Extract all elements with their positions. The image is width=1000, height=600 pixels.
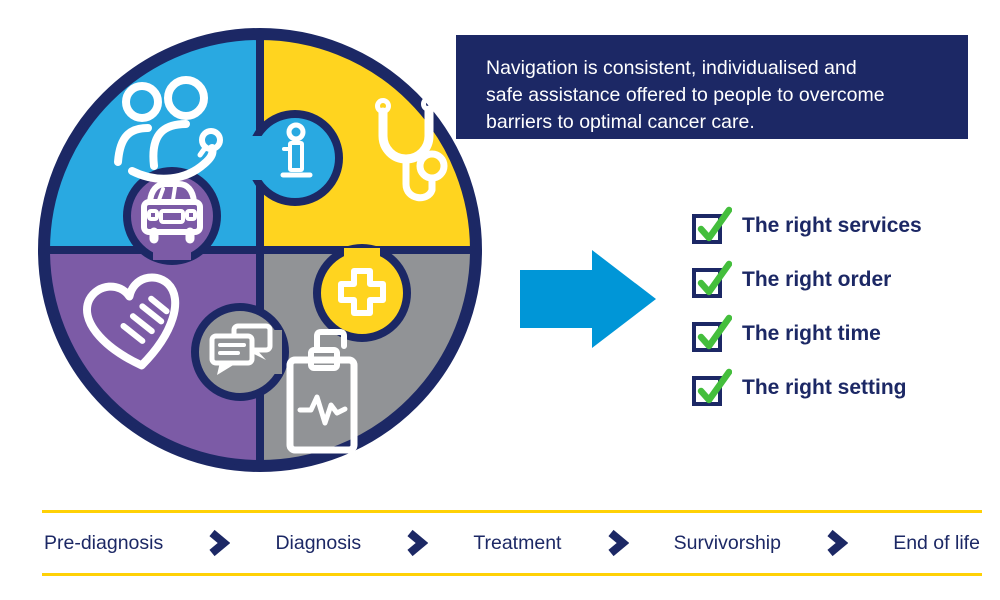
checklist-item: The right setting: [692, 368, 922, 408]
checklist-item: The right time: [692, 314, 922, 354]
timeline-stages: Pre-diagnosis Diagnosis Treatment Surviv…: [42, 513, 982, 573]
timeline-bottom-rule: [42, 573, 982, 576]
timeline-stage: End of life: [893, 531, 980, 554]
chevron-right-icon: [827, 529, 849, 557]
timeline-stage: Diagnosis: [275, 531, 362, 554]
checklist-item: The right order: [692, 260, 922, 300]
banner-text-line: safe assistance offered to people to ove…: [486, 84, 885, 106]
checkbox-checked-icon: [692, 368, 732, 406]
puzzle-outer-ring: [38, 28, 482, 472]
car-icon: [141, 181, 203, 244]
chevron-right-icon: [407, 529, 429, 557]
care-timeline: Pre-diagnosis Diagnosis Treatment Surviv…: [42, 510, 982, 576]
info-icon: [280, 122, 313, 178]
checkbox-checked-icon: [692, 314, 732, 352]
neck-information: [234, 136, 284, 180]
medical-cross-icon: [338, 268, 386, 316]
checklist: The right services The right order The r…: [692, 206, 922, 422]
checkbox-checked-icon: [692, 206, 732, 244]
timeline-stage: Treatment: [473, 531, 562, 554]
banner: Navigation is consistent, individualised…: [456, 35, 968, 139]
chat-bubbles-icon: [209, 323, 273, 375]
checkbox-checked-icon: [692, 260, 732, 298]
timeline-stage: Pre-diagnosis: [44, 531, 164, 554]
puzzle-wheel: [38, 28, 482, 472]
banner-text-line: Navigation is consistent, individualised…: [486, 57, 857, 79]
chevron-right-icon: [209, 529, 231, 557]
chevron-right-icon: [608, 529, 629, 557]
banner-text-line: barriers to optimal cancer care.: [486, 111, 755, 133]
checklist-item: The right services: [692, 206, 922, 246]
checklist-item-label: The right order: [742, 268, 892, 291]
checklist-item-label: The right setting: [742, 376, 907, 399]
stethoscope-icon: [375, 96, 448, 202]
checklist-item-label: The right time: [742, 322, 881, 345]
flow-arrow-icon: [520, 250, 656, 348]
clipboard-pulse-icon: [286, 329, 358, 454]
timeline-stage: Survivorship: [673, 531, 781, 554]
checklist-item-label: The right services: [742, 214, 922, 237]
people-location-icon: [114, 76, 223, 183]
handshake-icon: [83, 273, 180, 370]
timeline-top-rule: [42, 510, 982, 513]
